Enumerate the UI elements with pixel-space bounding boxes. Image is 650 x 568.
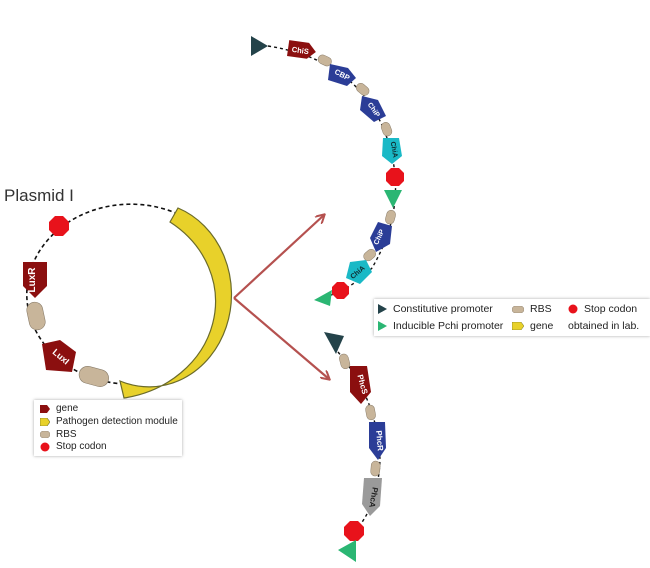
phcr-label: PhcR [374,430,385,451]
inducible-promoter-icon [378,321,387,331]
expansion-arrows [233,215,329,379]
chi-rbs-2 [356,83,370,96]
chi-rbs-4 [385,209,396,225]
chi-gene-chip-1: ChiP [360,96,386,122]
legend-left-module-label: Pathogen detection module [56,416,178,427]
chi-rbs-5 [363,249,376,262]
legend-right-constitutive: Constitutive promoter [378,303,493,315]
plasmid-rbs-2 [78,366,109,387]
phc-gene-phcs: PhcS [350,366,371,404]
chi-inducible-promoter [384,190,402,208]
module-symbol-icon [40,417,50,426]
chi-rbs-3 [380,122,393,137]
chi-backbone [267,45,397,298]
legend-right-note-label: obtained in lab. [568,320,640,332]
operon-legend: Constitutive promoter RBS Stop codon Ind… [374,299,650,336]
legend-right-inducible: Inducible Pchi promoter [378,320,503,332]
chi-gene-cbp: CBP [328,64,356,86]
arrow-to-chi-operon [233,215,324,299]
legend-right-gene: gene [512,320,553,332]
chi-gene-chia-1: ChiA [382,138,402,164]
legend-right-rbs-label: RBS [530,303,552,315]
plasmid-map: LuxR LuxI [23,203,233,399]
legend-left-gene-label: gene [56,403,79,414]
chi-stop-codon-2 [332,282,349,299]
chi-inducible-promoter-2 [314,290,332,306]
constitutive-promoter-icon [378,304,387,314]
stop-codon-symbol-icon [40,442,50,451]
phc-rbs-3 [370,460,381,477]
chi-rbs-1 [317,54,332,67]
chia-1-label: ChiA [389,141,399,158]
chi-gene-chis: ChiS [287,40,316,59]
legend-right-inducible-label: Inducible Pchi promoter [393,320,504,332]
phc-rbs-2 [365,404,376,421]
plasmid-rbs-1 [26,301,46,331]
phc-stop-codon [344,521,364,541]
phc-rbs-1 [339,353,351,370]
legend-right-constitutive-label: Constitutive promoter [393,303,493,315]
phc-inducible-promoter [338,540,356,562]
pathogen-detection-module [119,207,233,399]
gene-symbol-icon [40,404,50,413]
luxr-gene: LuxR [23,262,47,298]
legend-left-row-rbs: RBS [40,429,77,440]
plasmid-stop-codon [49,216,69,236]
phc-gene-phcr: PhcR [369,422,386,460]
gene-legend-icon [512,322,524,330]
phc-gene-phca: PhcA [362,478,382,516]
legend-left-row-module: Pathogen detection module [40,416,178,427]
luxr-label: LuxR [27,267,38,293]
chi-gene-chia-2: ChiA [346,260,372,284]
legend-right-stop: Stop codon [568,303,637,315]
arrow-to-phc-operon [233,297,329,379]
legend-right-rbs: RBS [512,303,552,315]
rbs-legend-icon [512,305,524,313]
legend-right-stop-label: Stop codon [584,303,638,315]
legend-right-gene-label: gene [530,320,554,332]
plasmid-legend: gene Pathogen detection module RBS Stop … [34,400,182,456]
plasmid-title: Plasmid I [4,186,74,205]
chi-operon: ChiS CBP ChiP ChiA [251,36,404,306]
luxi-gene: LuxI [42,340,76,372]
legend-left-row-gene: gene [40,403,78,414]
legend-left-rbs-label: RBS [56,429,77,440]
phc-operon: PhcS PhcR PhcA [324,332,386,562]
stop-codon-legend-icon [568,304,578,314]
legend-left-row-stop: Stop codon [40,441,107,452]
legend-right-note: obtained in lab. [568,320,639,332]
phca-label: PhcA [367,487,379,509]
rbs-symbol-icon [40,431,50,438]
phc-constitutive-promoter [324,332,344,354]
chi-gene-chip-2: ChiP [370,222,392,252]
legend-left-stop-label: Stop codon [56,441,107,452]
chis-label: ChiS [291,45,309,56]
chi-stop-codon-1 [386,168,404,186]
chi-constitutive-promoter [251,36,268,56]
